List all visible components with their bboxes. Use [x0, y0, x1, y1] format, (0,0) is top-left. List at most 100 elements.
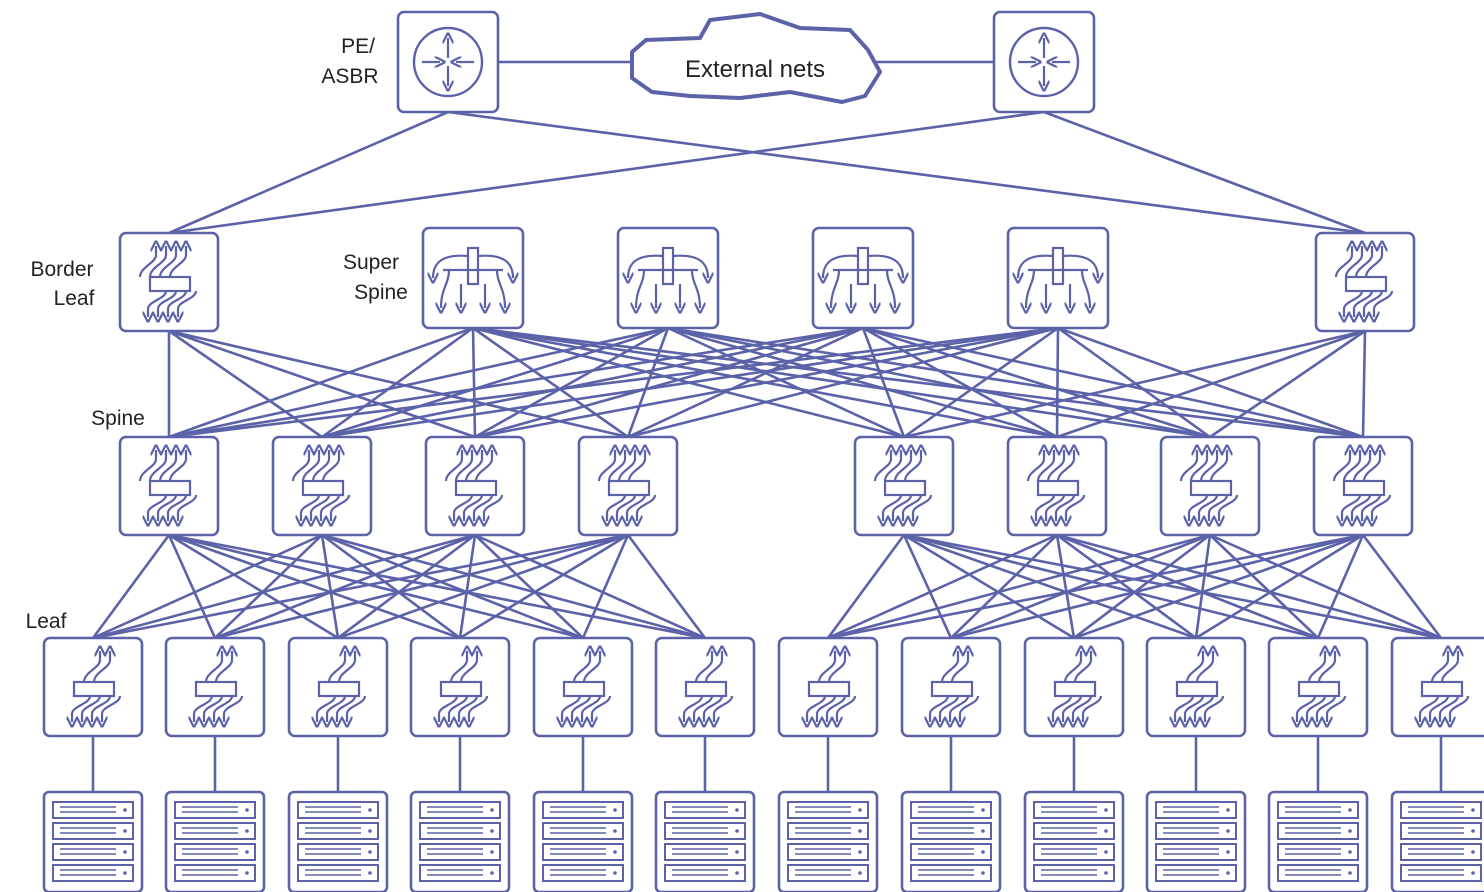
spine-8-leaf-2-link — [1073, 533, 1364, 640]
leaf-switch-icon — [1297, 651, 1347, 722]
switch-icon — [873, 450, 933, 521]
top-2-spine-2-link — [474, 326, 669, 439]
leaf-switch-icon — [72, 651, 122, 722]
router-2-border-1-link — [168, 110, 1045, 235]
switch-icon — [1179, 450, 1239, 521]
switch-icon — [291, 450, 351, 521]
spine-8-leaf-1-link — [950, 533, 1364, 640]
spine-4-leaf-3-link — [459, 533, 629, 640]
cloud-label: External nets — [685, 56, 825, 83]
top-1-spine-0-link — [168, 326, 474, 439]
top-4-spine-4-link — [903, 326, 1059, 439]
spine-2-leaf-5-link — [321, 533, 706, 640]
top-4-spine-3-link — [627, 326, 1059, 439]
spine-7-leaf-2-link — [1073, 533, 1211, 640]
top-2-spine-7-link — [667, 326, 1364, 439]
spine-7-leaf-0-link — [827, 533, 1211, 640]
top-3-spine-0-link — [168, 326, 864, 439]
top-4-spine-6-link — [1057, 326, 1211, 439]
spine-3-leaf-0-link — [92, 533, 476, 640]
rack-3[interactable] — [287, 790, 389, 892]
leaf-switch-icon — [439, 651, 489, 722]
router-icon — [412, 26, 484, 98]
spine-4-leaf-4-link — [581, 534, 630, 639]
rack-6[interactable] — [654, 790, 756, 892]
top-5-spine-0-link — [903, 329, 1366, 439]
spine-1-leaf-5-link — [168, 533, 706, 640]
leaf-switch-icon — [1175, 651, 1225, 722]
spine-4-leaf-0-link — [92, 533, 629, 640]
top-1-spine-1-link — [321, 326, 474, 439]
spine-5-leaf-4-link — [903, 533, 1319, 640]
spine-1-leaf-2-link — [168, 533, 339, 640]
top-0-spine-2-link — [168, 329, 476, 439]
router-icon — [1008, 26, 1080, 98]
top-0-spine-3-link — [168, 329, 629, 439]
super-spine-icon — [1018, 246, 1098, 308]
leaf-switch-icon — [194, 651, 244, 722]
leaf-switch-icon — [1420, 651, 1470, 722]
border-leaf-label-line2: Leaf — [54, 287, 95, 310]
switch-icon — [1026, 450, 1086, 521]
spine-8-leaf-5-link — [1361, 534, 1443, 639]
rack-4[interactable] — [409, 790, 511, 892]
rack-11[interactable] — [1267, 790, 1369, 892]
top-2-spine-0-link — [168, 326, 669, 439]
rack-10[interactable] — [1145, 790, 1247, 892]
rack-5[interactable] — [532, 790, 634, 892]
spine-label: Spine — [91, 407, 145, 430]
top-2-spine-5-link — [667, 326, 1058, 439]
leaf-switch-icon — [930, 651, 980, 722]
spine-6-leaf-0-link — [827, 533, 1058, 640]
spine-2-leaf-2-link — [320, 534, 340, 639]
server-rack-icon — [52, 801, 134, 882]
server-rack-icon — [419, 801, 501, 882]
pe-router-1[interactable] — [396, 10, 500, 114]
rack-7[interactable] — [777, 790, 879, 892]
top-4-spine-5-link — [1055, 327, 1060, 438]
spine-5-leaf-3-link — [903, 533, 1197, 640]
rack-1[interactable] — [42, 790, 144, 892]
top-0-spine-1-link — [168, 329, 323, 439]
server-rack-icon — [174, 801, 256, 882]
spine-6-leaf-1-link — [950, 534, 1058, 639]
spine-6-leaf-4-link — [1056, 533, 1319, 640]
rack-9[interactable] — [1023, 790, 1125, 892]
spine-6-leaf-5-link — [1056, 533, 1442, 640]
top-3-spine-2-link — [474, 326, 864, 439]
rack-8[interactable] — [900, 790, 1002, 892]
spine-1-leaf-4-link — [168, 533, 584, 640]
top-5-spine-3-link — [1361, 330, 1367, 438]
top-5-spine-1-link — [1056, 329, 1366, 439]
external-nets-cloud: External nets — [630, 12, 882, 104]
leaf-switch-icon — [317, 651, 367, 722]
top-1-spine-2-link — [471, 327, 477, 438]
server-rack-icon — [787, 801, 869, 882]
top-1-spine-7-link — [472, 326, 1364, 439]
spine-3-leaf-4-link — [474, 534, 584, 639]
super-spine-label-line1: Super — [343, 251, 399, 274]
spine-7-leaf-4-link — [1209, 534, 1319, 639]
router-2-border-2-link — [1043, 110, 1366, 235]
router-1-border-2-link — [447, 110, 1366, 235]
spine-4-leaf-2-link — [337, 533, 629, 640]
pe-router-2[interactable] — [992, 10, 1096, 114]
super-spine-icon — [628, 246, 708, 308]
leaf-label: Leaf — [26, 610, 67, 633]
super-spine-icon — [823, 246, 903, 308]
tier-labels: PE/ ASBR Border Leaf Super Spine Spine L… — [26, 35, 408, 633]
top-3-spine-1-link — [321, 326, 864, 439]
spine-2-leaf-4-link — [321, 533, 584, 640]
spine-1-leaf-1-link — [167, 534, 217, 639]
top-2-spine-1-link — [321, 326, 669, 439]
server-rack-icon — [297, 801, 379, 882]
pe-label-line1: PE/ — [341, 35, 375, 58]
top-4-spine-0-link — [168, 326, 1059, 439]
rack-12[interactable] — [1390, 790, 1484, 892]
links-layer — [91, 60, 1443, 792]
spine-5-leaf-0-link — [826, 534, 906, 639]
spine-3-leaf-2-link — [337, 533, 476, 640]
spine-3-leaf-3-link — [458, 534, 477, 639]
rack-2[interactable] — [164, 790, 266, 892]
spine-6-leaf-2-link — [1055, 534, 1076, 639]
